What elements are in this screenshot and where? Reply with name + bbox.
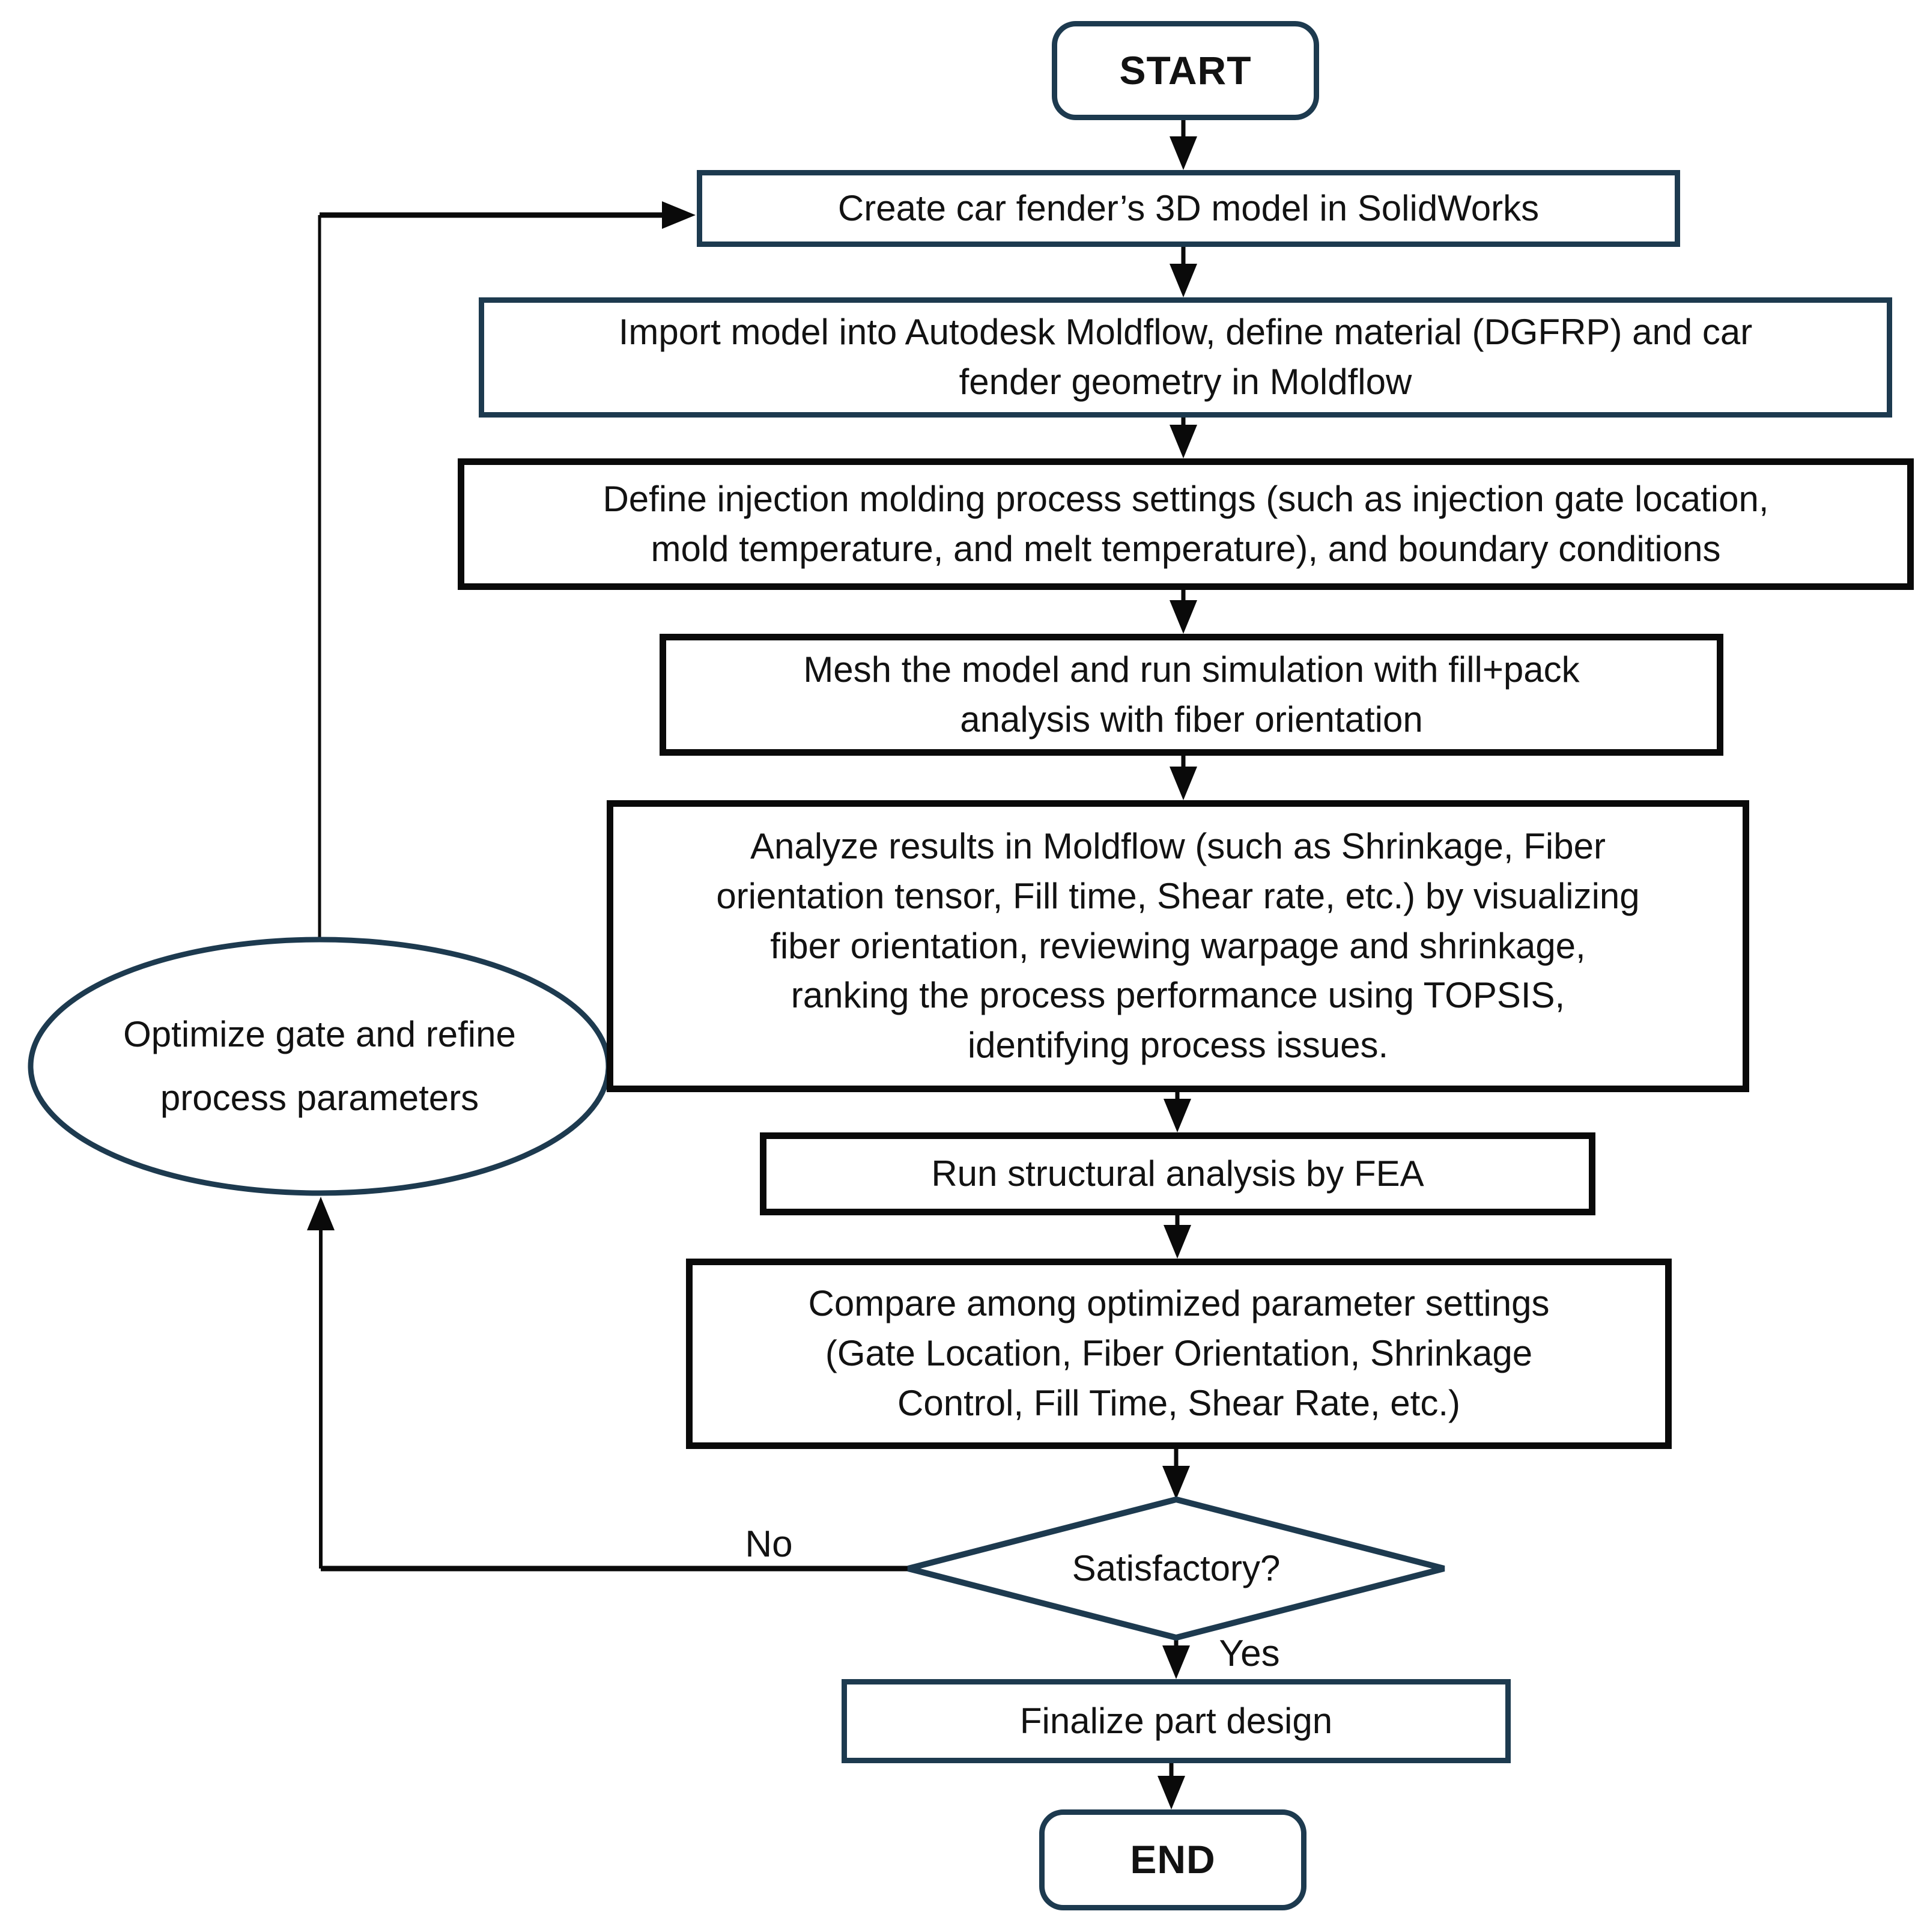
- node-define-settings: Define injection molding process setting…: [458, 458, 1914, 590]
- node-import-model: Import model into Autodesk Moldflow, def…: [479, 297, 1892, 418]
- arrow-create-to-import: [1170, 247, 1197, 297]
- node-decision-label: Satisfactory?: [1072, 1548, 1281, 1588]
- node-analyze-results: Analyze results in Moldflow (such as Shr…: [607, 800, 1749, 1092]
- node-compare: Compare among optimized parameter settin…: [686, 1259, 1672, 1449]
- node-define-settings-label: Define injection molding process setting…: [602, 478, 1769, 569]
- decision-diamond-shape: [907, 1496, 1445, 1641]
- node-end: END: [1039, 1809, 1306, 1910]
- edge-label-yes: Yes: [1219, 1632, 1280, 1674]
- node-start-label: START: [1119, 47, 1252, 93]
- arrow-finalize-to-end: [1158, 1763, 1185, 1809]
- arrow-optimize-to-create: [318, 201, 696, 937]
- arrow-start-to-create: [1170, 120, 1197, 170]
- arrow-import-to-define: [1170, 418, 1197, 458]
- arrow-compare-to-decision: [1162, 1449, 1190, 1499]
- node-finalize-label: Finalize part design: [1019, 1700, 1333, 1741]
- node-decision: Satisfactory?: [908, 1499, 1444, 1638]
- node-run-fea: Run structural analysis by FEA: [760, 1132, 1595, 1215]
- node-optimize-label: Optimize gate and refine process paramet…: [123, 1014, 516, 1118]
- arrow-fea-to-compare: [1164, 1215, 1191, 1259]
- node-create-model-label: Create car fender’s 3D model in SolidWor…: [837, 187, 1540, 228]
- node-analyze-results-label: Analyze results in Moldflow (such as Shr…: [716, 826, 1640, 1066]
- node-mesh-simulate-label: Mesh the model and run simulation with f…: [803, 649, 1580, 740]
- arrow-mesh-to-analyze: [1170, 756, 1197, 800]
- node-compare-label: Compare among optimized parameter settin…: [808, 1283, 1550, 1423]
- node-import-model-label: Import model into Autodesk Moldflow, def…: [618, 312, 1753, 402]
- node-end-label: END: [1130, 1837, 1216, 1882]
- node-start: START: [1052, 21, 1319, 120]
- arrow-define-to-mesh: [1170, 590, 1197, 634]
- node-finalize: Finalize part design: [842, 1679, 1511, 1763]
- node-mesh-simulate: Mesh the model and run simulation with f…: [660, 634, 1723, 756]
- node-run-fea-label: Run structural analysis by FEA: [931, 1153, 1424, 1194]
- arrow-analyze-to-fea: [1164, 1092, 1191, 1132]
- edge-label-no: No: [745, 1523, 793, 1565]
- arrow-decision-no-to-optimize: [307, 1197, 908, 1572]
- node-optimize: Optimize gate and refine process paramet…: [28, 937, 611, 1195]
- node-create-model: Create car fender’s 3D model in SolidWor…: [697, 170, 1680, 247]
